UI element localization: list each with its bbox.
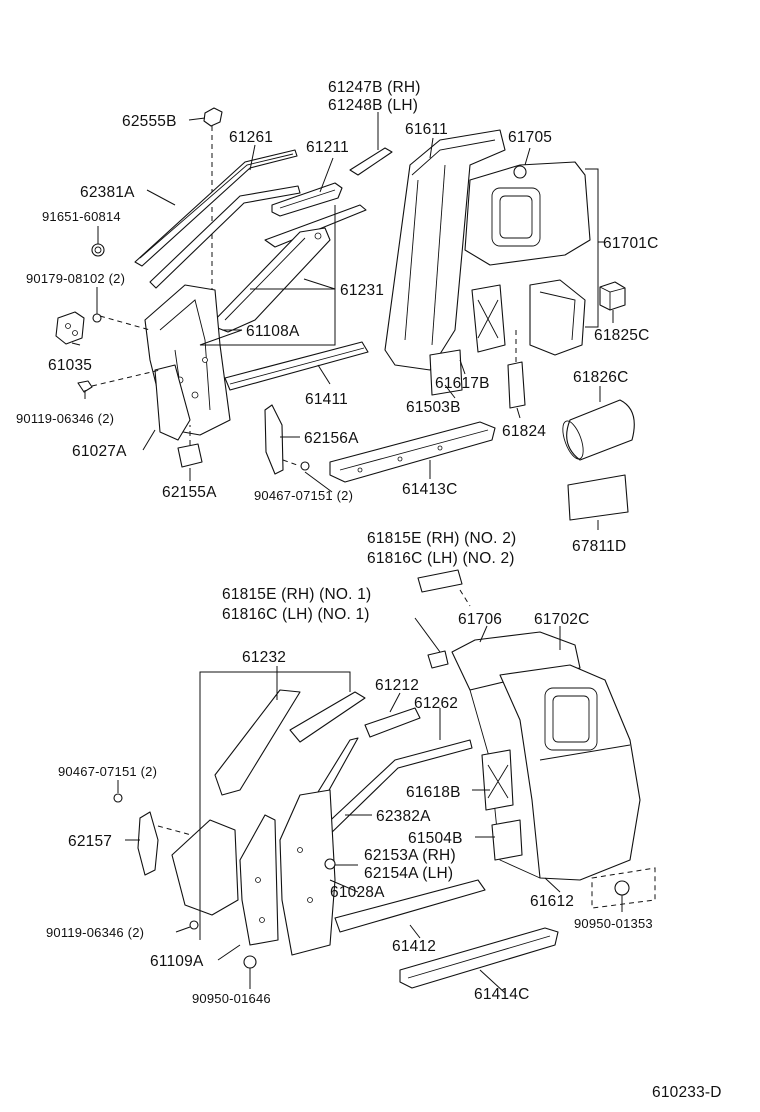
part-61815E-no2 (417, 569, 463, 593)
part-61232 (214, 689, 301, 796)
part-61232-roof (289, 691, 366, 743)
label-90119-06346-b: 90119-06346 (2) (46, 925, 144, 940)
part-62153A (324, 858, 336, 870)
part-61825C (599, 281, 626, 311)
part-front-pillar-lower (171, 819, 239, 916)
part-61212 (364, 707, 421, 738)
label-61612: 61612 (530, 893, 574, 910)
part-62157 (137, 811, 159, 876)
part-90467-clip (300, 461, 310, 471)
label-61262: 61262 (414, 695, 458, 712)
label-61232: 61232 (242, 649, 286, 666)
label-61027A: 61027A (72, 443, 127, 460)
part-61412 (334, 879, 486, 933)
label-61702C: 61702C (534, 611, 590, 628)
label-62555B: 62555B (122, 113, 177, 130)
part-61413C (329, 421, 496, 483)
label-61414C: 61414C (474, 986, 530, 1003)
label-61825C: 61825C (594, 327, 650, 344)
label-61816C-no1: 61816C (LH) (NO. 1) (222, 606, 370, 623)
part-61701C-inner (529, 279, 586, 356)
label-62154A: 62154A (LH) (364, 865, 453, 882)
label-61108A: 61108A (246, 323, 300, 340)
label-62156A: 62156A (304, 430, 359, 447)
label-61816C-no2: 61816C (LH) (NO. 2) (367, 550, 515, 567)
label-90467-07151-a: 90467-07151 (2) (254, 488, 353, 503)
part-61231-body (209, 227, 331, 333)
part-61231 (264, 204, 367, 248)
label-61411: 61411 (305, 391, 348, 408)
part-91651-nut (91, 243, 105, 257)
part-90467-clip-b (113, 793, 123, 803)
part-90179-bolt (92, 313, 102, 323)
leader-lines (71, 112, 623, 994)
part-90119-bolt-b (189, 920, 199, 930)
label-61618B: 61618B (406, 784, 461, 801)
part-61247B (349, 147, 393, 176)
label-61706: 61706 (458, 611, 502, 628)
label-61212: 61212 (375, 677, 419, 694)
diagram-id: 610233-D (652, 1084, 722, 1101)
label-61617B: 61617B (435, 375, 490, 392)
label-61504B: 61504B (408, 830, 463, 847)
label-62157: 62157 (68, 833, 112, 850)
part-62381A (134, 149, 298, 267)
part-61612 (469, 689, 541, 879)
part-62156A (264, 404, 284, 475)
label-61412: 61412 (392, 938, 436, 955)
part-61504B (491, 819, 523, 861)
label-61705: 61705 (508, 129, 552, 146)
part-61706 (451, 631, 581, 691)
part-62155A (177, 443, 203, 468)
part-61815E-no1 (427, 650, 449, 669)
part-61503B (429, 349, 463, 396)
label-61248B: 61248B (LH) (328, 97, 418, 114)
label-61815E-no2: 61815E (RH) (NO. 2) (367, 530, 516, 547)
label-61211: 61211 (306, 139, 349, 156)
label-61109A: 61109A (150, 953, 204, 970)
label-67811D: 67811D (572, 538, 626, 555)
label-90179-08102: 90179-08102 (2) (26, 271, 125, 286)
label-61231: 61231 (340, 282, 384, 299)
label-61503B: 61503B (406, 399, 461, 416)
part-90950-01353 (614, 880, 630, 896)
label-91651-60814: 91651-60814 (42, 209, 121, 224)
part-62555B (203, 107, 223, 127)
label-61247B: 61247B (RH) (328, 79, 421, 96)
part-61824 (507, 361, 526, 409)
label-61413C: 61413C (402, 481, 458, 498)
label-61701C: 61701C (603, 235, 659, 252)
label-61611: 61611 (405, 121, 448, 138)
label-61815E-no1: 61815E (RH) (NO. 1) (222, 586, 371, 603)
part-labels: 62555B 61261 61211 61247B (RH) 61248B (L… (16, 79, 722, 1101)
part-61826C (566, 399, 635, 461)
part-61028A (279, 789, 336, 956)
label-90950-01646: 90950-01646 (192, 991, 271, 1006)
label-90467-07151-b: 90467-07151 (2) (58, 764, 157, 779)
part-90119-bolt (77, 380, 93, 393)
part-61705 (464, 161, 591, 266)
label-62155A: 62155A (162, 484, 217, 501)
part-61027A (154, 364, 191, 441)
label-61824: 61824 (502, 423, 546, 440)
label-90950-01353: 90950-01353 (574, 916, 653, 931)
label-61035: 61035 (48, 357, 92, 374)
part-61261 (149, 185, 301, 289)
label-61261: 61261 (229, 129, 273, 146)
label-61826C: 61826C (573, 369, 629, 386)
label-62382A: 62382A (376, 808, 431, 825)
label-61028A: 61028A (330, 884, 385, 901)
part-61414C (399, 927, 559, 989)
part-67811D (567, 474, 629, 521)
label-62153A: 62153A (RH) (364, 847, 456, 864)
part-61611 (384, 129, 506, 371)
label-62381A: 62381A (80, 184, 135, 201)
part-61702C (499, 664, 641, 881)
label-90119-06346-a: 90119-06346 (2) (16, 411, 114, 426)
part-90950-01646 (243, 955, 257, 969)
